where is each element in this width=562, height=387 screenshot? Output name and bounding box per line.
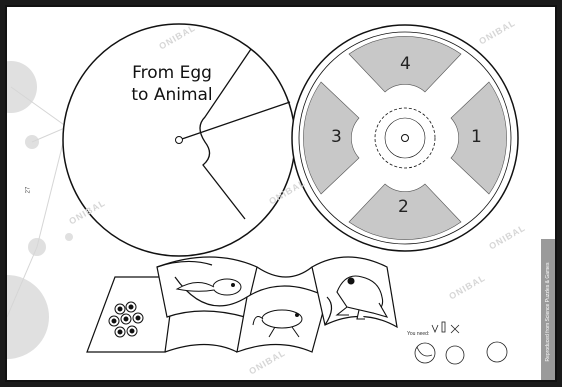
section-label-1: 1 [471,127,482,147]
materials-label: You need: [407,331,429,337]
split-pin-icon [442,322,445,332]
left-wheel [63,24,295,256]
scissors-icon [451,325,459,333]
materials-icons [415,322,507,364]
section-label-4: 4 [400,54,411,74]
page-number: 27 [25,187,31,194]
side-tab: Reproduced from Science Puzzles & Games [541,239,555,382]
decorative-circles [7,61,73,359]
wheel-title: From Egg to Animal [112,62,232,106]
pencil-icon [432,325,438,332]
section-label-3: 3 [331,127,342,147]
worksheet-page: From Egg to Animal 4 1 2 3 You need: 27 … [5,5,557,382]
section-label-2: 2 [398,197,409,217]
side-tab-text: Reproduced from Science Puzzles & Games [545,262,551,361]
